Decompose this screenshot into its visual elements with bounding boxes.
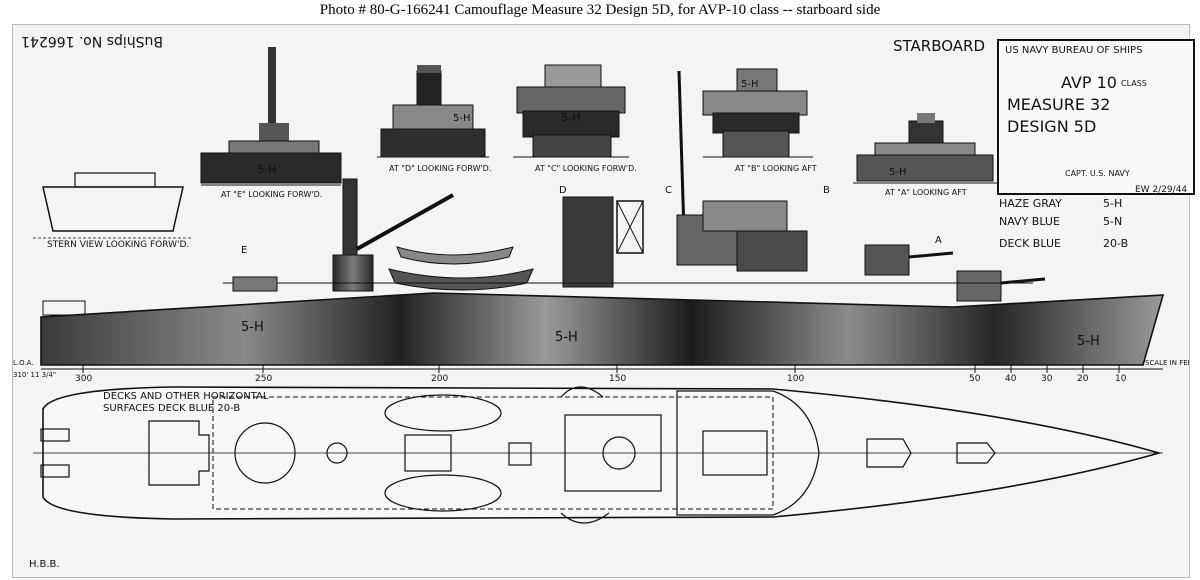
scale-50: 50 <box>969 374 981 384</box>
scale-10: 10 <box>1115 374 1127 384</box>
ship-drawing: BuShips No. 166241 STARBOARD STERN VIEW … <box>13 33 1189 524</box>
starboard-label: STARBOARD <box>893 37 985 55</box>
section-mark-e: E <box>241 245 247 256</box>
scale-250: 250 <box>255 374 272 384</box>
section-e-code: 5-H <box>257 163 276 176</box>
aft-kingpost <box>342 178 358 260</box>
scale-300: 300 <box>75 374 92 384</box>
loa-label: L.O.A. <box>13 359 33 367</box>
lattice-tower <box>616 200 644 254</box>
stern-view-label: STERN VIEW LOOKING FORW'D. <box>47 240 189 250</box>
title-class: AVP 10 <box>1061 73 1117 92</box>
legend-navy-blue-code: 5-N <box>1103 215 1123 228</box>
section-e-view: 5-H <box>200 47 342 186</box>
drawing-sheet: BuShips No. 166241 STARBOARD STERN VIEW … <box>12 24 1195 578</box>
section-d-code: 5-H <box>453 113 471 124</box>
boat-lower <box>388 268 534 291</box>
section-b-view: 5-H <box>702 68 813 158</box>
title-design: DESIGN 5D <box>1007 117 1097 136</box>
section-c-code: 5-H <box>561 111 580 124</box>
deck-fittings <box>148 386 996 524</box>
scale-ticks <box>82 365 1120 373</box>
legend-navy-blue-name: NAVY BLUE <box>999 215 1060 228</box>
gun-mount-2 <box>864 244 910 276</box>
section-a-label: AT "A" LOOKING AFT <box>885 188 967 197</box>
scale-labels: 300 250 200 150 100 50 40 30 20 10 <box>75 374 1127 384</box>
section-d-view: 5-H <box>377 65 489 158</box>
funnel <box>562 196 614 288</box>
loa-value: 310' 11 3/4" <box>13 371 56 379</box>
section-e-label: AT "E" LOOKING FORW'D. <box>221 190 322 199</box>
section-mark-a: A <box>935 235 942 246</box>
scale-100: 100 <box>787 374 804 384</box>
buships-number: BuShips No. 166241 <box>21 33 163 49</box>
scale-20: 20 <box>1077 374 1089 384</box>
aft-deckhouse <box>332 254 374 292</box>
scale-150: 150 <box>609 374 626 384</box>
hull-code-mid: 5-H <box>555 330 578 345</box>
title-measure: MEASURE 32 <box>1007 95 1111 114</box>
stern-rail <box>42 300 86 316</box>
legend-deck-blue-name: DECK BLUE <box>999 237 1061 250</box>
section-a-view: 5-H <box>853 113 997 184</box>
section-b-label: AT "B" LOOKING AFT <box>735 164 817 173</box>
legend-haze-gray-code: 5-H <box>1103 197 1123 210</box>
stern-view <box>33 172 193 239</box>
gun-mount-1 <box>956 270 1002 302</box>
boat-upper <box>396 246 514 265</box>
deck-note: DECKS AND OTHER HORIZONTAL SURFACES DECK… <box>103 391 269 414</box>
hull-profile <box>40 292 1165 366</box>
section-d-label: AT "D" LOOKING FORW'D. <box>389 164 491 173</box>
title-block: US NAVY BUREAU OF SHIPS AVP 10 CLASS MEA… <box>997 39 1195 195</box>
scale-200: 200 <box>431 374 448 384</box>
section-mark-d: D <box>559 185 567 196</box>
bridge-upper <box>702 200 788 232</box>
photo-caption: Photo # 80-G-166241 Camouflage Measure 3… <box>319 2 881 18</box>
legend-deck-blue-code: 20-B <box>1103 237 1129 250</box>
bridge-front <box>736 230 808 272</box>
scale-label: SCALE IN FEET <box>1145 359 1189 367</box>
stern-rails-plan <box>40 428 70 478</box>
title-date: EW 2/29/44 <box>1135 185 1188 195</box>
section-mark-b: B <box>823 185 830 196</box>
hull-code-fwd: 5-H <box>1077 334 1100 349</box>
section-a-code: 5-H <box>889 167 907 178</box>
section-c-label: AT "C" LOOKING FORW'D. <box>535 164 637 173</box>
section-b-code: 5-H <box>741 79 759 90</box>
crane-boom <box>356 193 454 251</box>
hull-code-aft: 5-H <box>241 320 264 335</box>
scale-30: 30 <box>1041 374 1053 384</box>
scale-40: 40 <box>1005 374 1017 384</box>
title-approval: CAPT. U.S. NAVY <box>1065 169 1130 178</box>
section-c-view: 5-H <box>513 64 629 158</box>
section-mark-c: C <box>665 185 672 196</box>
title-bureau: US NAVY BUREAU OF SHIPS <box>1005 45 1143 56</box>
title-class-suffix: CLASS <box>1121 79 1147 88</box>
drafter-initials: H.B.B. <box>29 559 60 570</box>
legend-haze-gray-name: HAZE GRAY <box>999 197 1062 210</box>
